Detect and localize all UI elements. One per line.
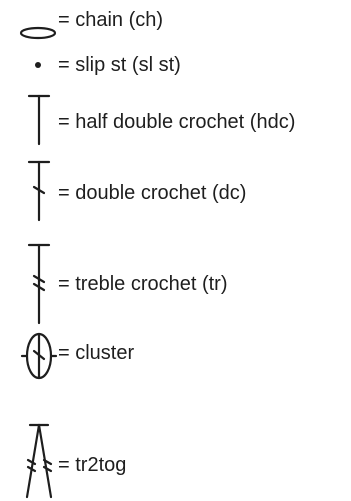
- half-double-crochet-symbol-icon: [27, 94, 51, 146]
- chain-symbol-icon: [19, 26, 57, 40]
- treble-crochet-symbol-icon: [27, 243, 51, 325]
- tr2tog-symbol-icon: [25, 423, 53, 499]
- half-double-crochet-label: = half double crochet (hdc): [58, 111, 296, 133]
- slip-stitch-label: = slip st (sl st): [58, 54, 181, 76]
- treble-crochet-label: = treble crochet (tr): [58, 273, 228, 295]
- cluster-label: = cluster: [58, 342, 135, 364]
- double-crochet-symbol-icon: [27, 160, 51, 222]
- chain-label: = chain (ch): [58, 9, 164, 31]
- slip-stitch-symbol-icon: [35, 62, 41, 68]
- cluster-symbol-icon: [20, 332, 58, 380]
- tr2tog-label: = tr2tog: [58, 454, 127, 476]
- double-crochet-label: = double crochet (dc): [58, 182, 247, 204]
